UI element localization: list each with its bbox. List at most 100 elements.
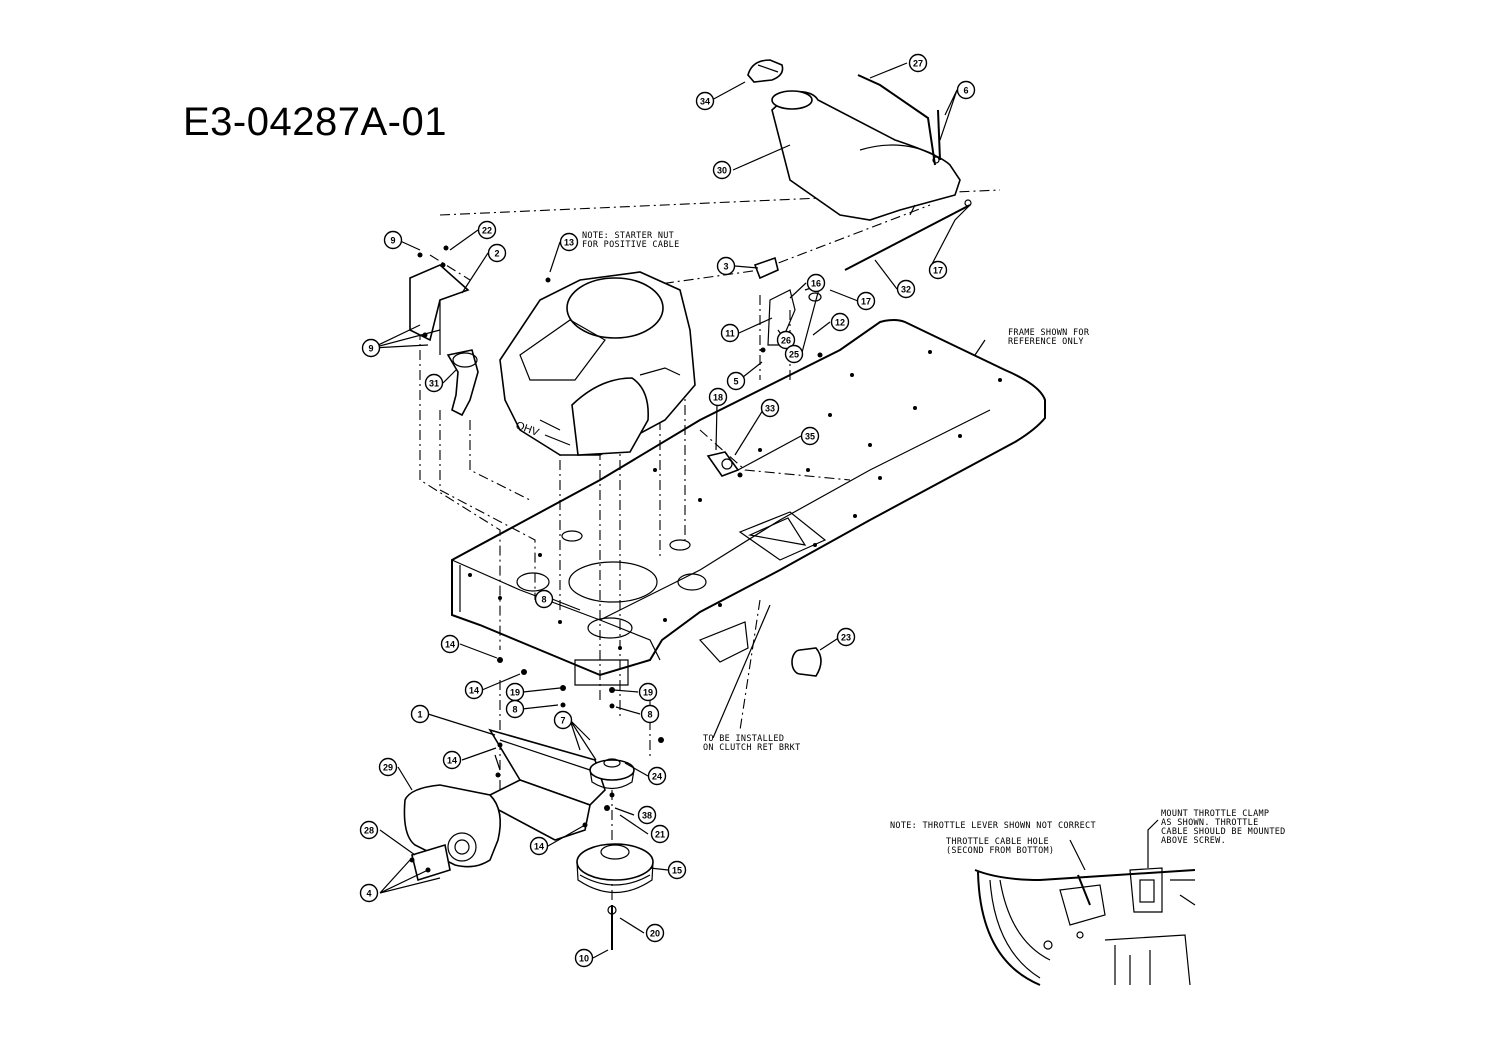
callout-number: 31 [429,379,439,389]
callout-18: 18 [708,387,728,407]
throttle-inset-detail [974,867,1196,986]
callout-35: 35 [800,426,820,446]
callout-number: 2 [494,249,499,259]
callout-number: 25 [789,350,799,360]
callout-number: 9 [368,344,373,354]
note-throttle-lever: NOTE: THROTTLE LEVER SHOWN NOT CORRECT [890,821,1096,831]
callout-number: 19 [510,688,520,698]
callout-19: 19 [505,682,525,702]
callout-4: 4 [359,883,379,903]
callout-24: 24 [647,766,667,786]
callout-number: 20 [650,929,660,939]
callout-33: 33 [760,398,780,418]
callout-20: 20 [645,923,665,943]
throttle-rod-upper [857,74,941,166]
callout-2: 2 [487,243,507,263]
callout-6: 6 [956,80,976,100]
callout-number: 5 [733,377,738,387]
pulley [589,758,635,790]
callout-14: 14 [529,836,549,856]
callout-number: 35 [805,432,815,442]
callout-9: 9 [361,338,381,358]
callout-number: 13 [564,238,574,248]
callout-number: 15 [672,866,682,876]
callout-8: 8 [505,699,525,719]
spacer [791,647,822,677]
leader-lines [371,62,1159,959]
callout-23: 23 [836,627,856,647]
callout-number: 9 [390,236,395,246]
callout-number: 7 [560,716,565,726]
heat-shield [409,264,470,355]
callout-17: 17 [856,291,876,311]
callout-16: 16 [806,273,826,293]
note-frame-reference: FRAME SHOWN FOR REFERENCE ONLY [1008,328,1090,347]
note-mount-throttle-clamp: MOUNT THROTTLE CLAMP AS SHOWN. THROTTLE … [1161,809,1286,846]
callout-number: 4 [366,889,371,899]
callout-38: 38 [637,805,657,825]
callout-8: 8 [640,704,660,724]
callout-number: 8 [541,595,546,605]
frame-plate [451,319,1046,686]
callout-number: 11 [725,329,735,339]
fuel-cap [747,59,784,83]
callout-number: 14 [445,640,455,650]
callout-number: 28 [364,826,374,836]
callout-1: 1 [410,704,430,724]
pto-clutch [576,843,654,894]
engine: OHV [499,271,696,456]
callout-number: 17 [861,297,871,307]
callout-3: 3 [716,256,736,276]
callout-30: 30 [712,160,732,180]
callout-number: 16 [811,279,821,289]
throttle-rod-lower [844,199,972,271]
callout-26: 26 [776,330,796,350]
callout-number: 3 [723,262,728,272]
callout-number: 6 [963,86,968,96]
muffler [403,784,501,882]
callout-14: 14 [464,680,484,700]
callout-number: 33 [765,404,775,414]
callout-25: 25 [784,344,804,364]
callout-10: 10 [574,948,594,968]
callout-number: 29 [383,763,393,773]
callout-number: 19 [643,688,653,698]
clutch-bolt [607,905,617,950]
callout-14: 14 [442,750,462,770]
callout-27: 27 [908,53,928,73]
callout-bubbles: 3427630922213316173217931111226255183335… [359,53,976,968]
callout-number: 8 [512,705,517,715]
callout-32: 32 [896,279,916,299]
callout-number: 32 [901,285,911,295]
callout-17: 17 [928,260,948,280]
callout-13: 13 [559,232,579,252]
note-starter-nut: NOTE: STARTER NUT FOR POSITIVE CABLE [582,231,680,250]
callout-number: 14 [534,842,544,852]
callout-number: 10 [579,954,589,964]
exhaust-pipe [446,349,479,417]
callout-19: 19 [638,682,658,702]
callout-number: 12 [835,318,845,328]
callout-7: 7 [553,710,573,730]
callout-number: 17 [933,266,943,276]
callout-number: 30 [717,166,727,176]
note-throttle-cable-hole: THROTTLE CABLE HOLE (SECOND FROM BOTTOM) [946,837,1055,856]
callout-number: 22 [482,226,492,236]
callout-14: 14 [440,634,460,654]
callout-number: 21 [655,830,665,840]
callout-8: 8 [534,589,554,609]
callout-21: 21 [650,824,670,844]
callout-number: 27 [913,59,923,69]
callout-number: 24 [652,772,662,782]
callout-number: 1 [417,710,422,720]
callout-15: 15 [667,860,687,880]
callout-31: 31 [424,373,444,393]
note-clutch-bracket: TO BE INSTALLED ON CLUTCH RET BRKT [703,734,801,753]
callout-number: 26 [781,336,791,346]
fuel-tank [771,90,961,221]
callout-28: 28 [359,820,379,840]
callout-number: 14 [469,686,479,696]
clutch-bracket [478,728,606,841]
